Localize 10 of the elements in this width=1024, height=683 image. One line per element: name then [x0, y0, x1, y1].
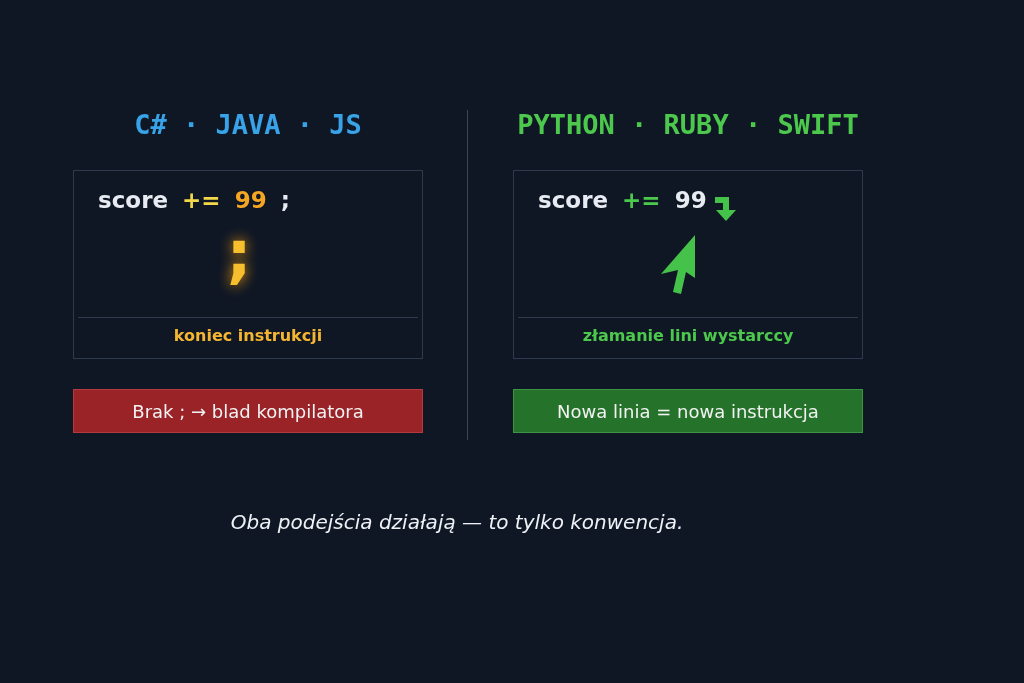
language-heading: C# · JAVA · JS — [133, 109, 363, 140]
language-heading: PYTHON · RUBY · SWIFT — [516, 109, 860, 140]
semicolon-symbol: ; — [225, 217, 253, 291]
code-line: score += 99 ; — [98, 187, 290, 213]
message-banner: Nowa linia = nowa instrukcja — [513, 389, 863, 433]
caption-text: Oba podejścia działają — to tylko konwencja. — [229, 510, 685, 534]
caption-text: koniec instrukcji — [172, 326, 324, 345]
message-banner: Brak ; → blad kompilatora — [73, 389, 423, 433]
caption-text: złamanie lini wystarccy — [581, 326, 795, 345]
code-line: score += 99 — [538, 187, 707, 213]
